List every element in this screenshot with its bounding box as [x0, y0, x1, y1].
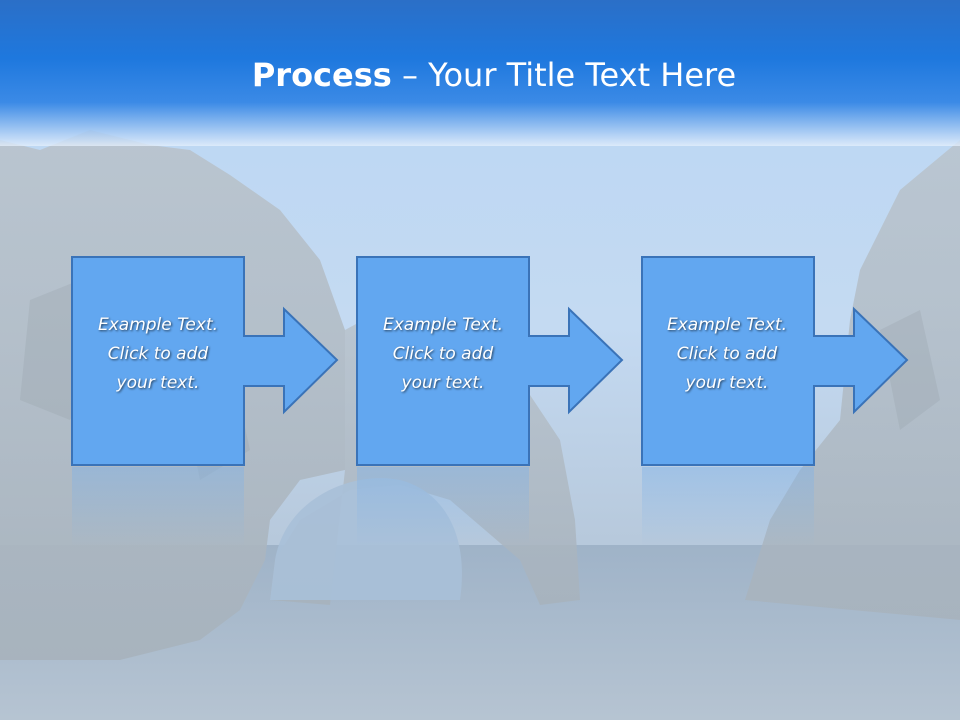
- step-2-arrow-box[interactable]: [356, 256, 624, 466]
- step-2-line-1: Example Text.: [382, 315, 504, 335]
- title-bold: Process: [251, 56, 392, 94]
- step-2-line-2: Click to add: [392, 344, 494, 364]
- step-3-line-3: your text.: [685, 373, 769, 393]
- step-1-line-2: Click to add: [107, 344, 209, 364]
- step-3-text[interactable]: Example Text. Click to add your text.: [641, 311, 813, 398]
- title-bar: [0, 0, 960, 146]
- step-3-line-1: Example Text.: [666, 315, 788, 335]
- step-1-text[interactable]: Example Text. Click to add your text.: [72, 311, 244, 398]
- step-1-line-3: your text.: [116, 373, 200, 393]
- slide-title[interactable]: Process – Your Title Text Here: [0, 52, 960, 98]
- step-2-line-3: your text.: [401, 373, 485, 393]
- step-1-arrow-box[interactable]: [71, 256, 339, 466]
- step-3-line-2: Click to add: [676, 344, 778, 364]
- title-dash: –: [391, 56, 429, 94]
- step-2-reflection: [357, 467, 529, 547]
- step-2-text[interactable]: Example Text. Click to add your text.: [357, 311, 529, 398]
- step-1-line-1: Example Text.: [97, 315, 219, 335]
- step-3-reflection: [642, 467, 814, 547]
- step-1-reflection: [72, 467, 244, 547]
- title-rest: Your Title Text Here: [428, 56, 737, 94]
- step-3-arrow-box[interactable]: [641, 256, 909, 466]
